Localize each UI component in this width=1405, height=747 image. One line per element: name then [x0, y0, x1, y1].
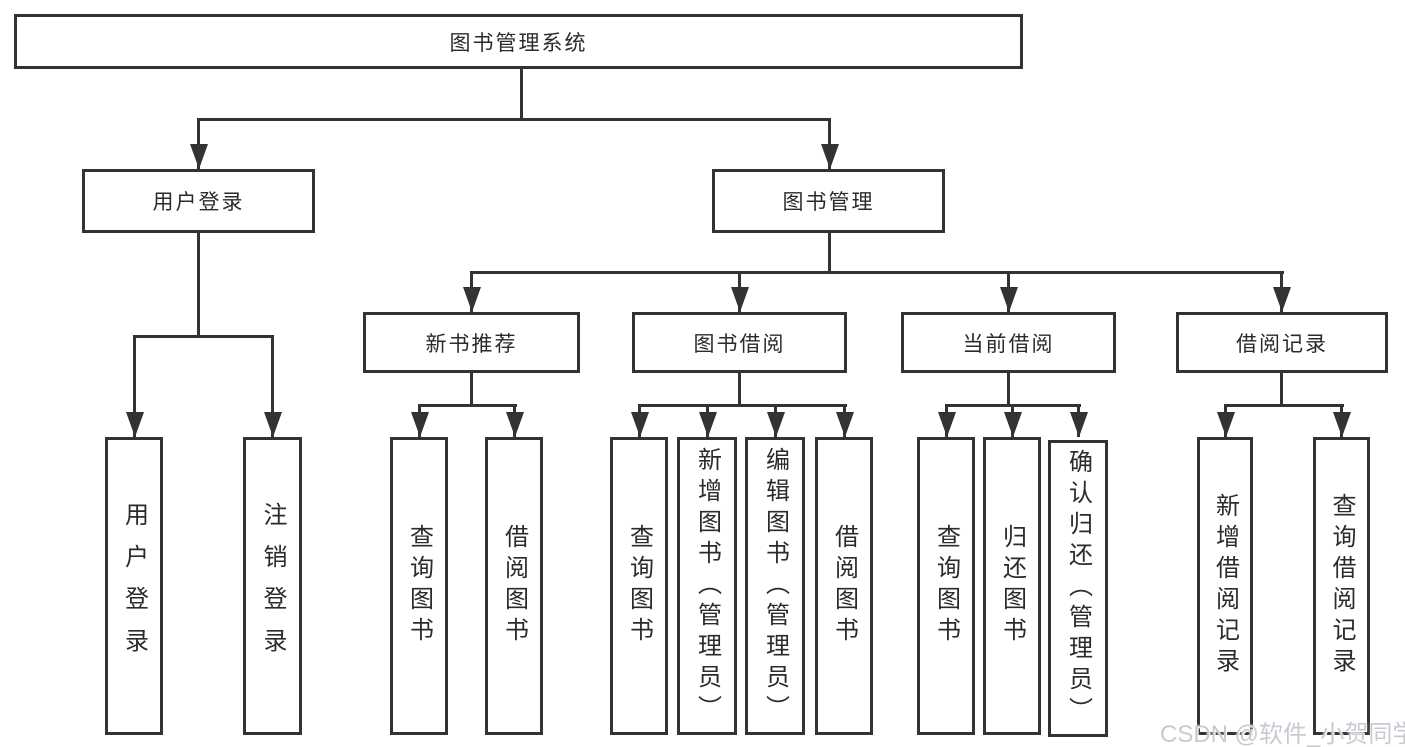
leaf-return-books-label: 归还图书 [998, 524, 1026, 648]
node-library-system-label: 图书管理系统 [449, 31, 588, 55]
node-current-borrowing-label: 当前借阅 [962, 332, 1055, 356]
leaf-confirm-return-admin-label: 确认归还（管理员） [1064, 449, 1092, 728]
leaf-query-borrow-record-label: 查询借阅记录 [1328, 493, 1355, 679]
connector-line [1007, 373, 1010, 407]
leaf-confirm-return-admin: 确认归还（管理员） [1048, 440, 1108, 737]
arrow-down-icon [133, 335, 136, 437]
node-new-book-recommend-label: 新书推荐 [425, 332, 518, 356]
leaf-borrow-books-borrowing-label: 借阅图书 [830, 524, 858, 648]
connector-line [738, 373, 741, 407]
connector-line [418, 404, 517, 407]
leaf-borrow-books-recommend: 借阅图书 [485, 437, 543, 735]
arrow-down-icon [513, 404, 516, 437]
watermark: CSDN @软件_小贺同学 [1160, 721, 1405, 747]
connector-line [828, 233, 831, 274]
node-borrowing-records-label: 借阅记录 [1236, 332, 1328, 356]
node-user-login-label: 用户登录 [152, 191, 245, 214]
node-new-book-recommend: 新书推荐 [363, 312, 580, 373]
connector-line [638, 404, 847, 407]
leaf-logout: 注销登录 [243, 437, 302, 735]
connector-line [470, 373, 473, 407]
connector-line [197, 118, 831, 121]
leaf-query-books-recommend-label: 查询图书 [405, 524, 433, 648]
arrow-down-icon [1340, 404, 1343, 437]
arrow-down-icon [843, 404, 846, 437]
connector-line [1224, 404, 1344, 407]
leaf-query-books-recommend: 查询图书 [390, 437, 448, 735]
node-book-borrowing: 图书借阅 [632, 312, 847, 373]
arrow-down-icon [774, 404, 777, 437]
connector-line [470, 271, 1284, 274]
leaf-return-books: 归还图书 [983, 437, 1041, 735]
node-user-login: 用户登录 [82, 169, 315, 233]
leaf-query-books-current-label: 查询图书 [932, 524, 960, 648]
arrow-down-icon [828, 118, 831, 169]
node-library-system: 图书管理系统 [14, 14, 1023, 69]
node-book-management-label: 图书管理 [782, 191, 875, 214]
arrow-down-icon [1280, 271, 1283, 312]
arrow-down-icon [706, 404, 709, 437]
connector-line [520, 68, 523, 120]
arrow-down-icon [738, 271, 741, 312]
connector-line [133, 335, 274, 338]
arrow-down-icon [638, 404, 641, 437]
leaf-add-books-admin: 新增图书（管理员） [677, 437, 737, 735]
leaf-edit-books-admin: 编辑图书（管理员） [745, 437, 805, 735]
connector-line [197, 233, 200, 337]
arrow-down-icon [945, 404, 948, 437]
arrow-down-icon [470, 271, 473, 312]
leaf-add-books-admin-label: 新增图书（管理员） [693, 446, 721, 726]
node-borrowing-records: 借阅记录 [1176, 312, 1388, 373]
arrow-down-icon [1007, 271, 1010, 312]
leaf-borrow-books-recommend-label: 借阅图书 [500, 524, 528, 648]
leaf-edit-books-admin-label: 编辑图书（管理员） [761, 446, 789, 726]
leaf-user-login: 用户登录 [105, 437, 163, 735]
leaf-user-login-label: 用户登录 [120, 502, 148, 670]
leaf-query-books-borrowing: 查询图书 [610, 437, 668, 735]
arrow-down-icon [1011, 404, 1014, 437]
leaf-query-borrow-record: 查询借阅记录 [1313, 437, 1370, 735]
leaf-borrow-books-borrowing: 借阅图书 [815, 437, 873, 735]
arrow-down-icon [418, 404, 421, 437]
connector-line [1280, 373, 1283, 407]
node-book-borrowing-label: 图书借阅 [693, 332, 786, 356]
node-book-management: 图书管理 [712, 169, 945, 233]
leaf-query-books-current: 查询图书 [917, 437, 975, 735]
leaf-add-borrow-record-label: 新增借阅记录 [1211, 493, 1239, 679]
leaf-logout-label: 注销登录 [259, 502, 286, 670]
arrow-down-icon [197, 118, 200, 169]
arrow-down-icon [271, 335, 274, 437]
leaf-query-books-borrowing-label: 查询图书 [625, 524, 653, 648]
node-current-borrowing: 当前借阅 [901, 312, 1116, 373]
leaf-add-borrow-record: 新增借阅记录 [1197, 437, 1253, 735]
arrow-down-icon [1077, 404, 1080, 437]
arrow-down-icon [1224, 404, 1227, 437]
